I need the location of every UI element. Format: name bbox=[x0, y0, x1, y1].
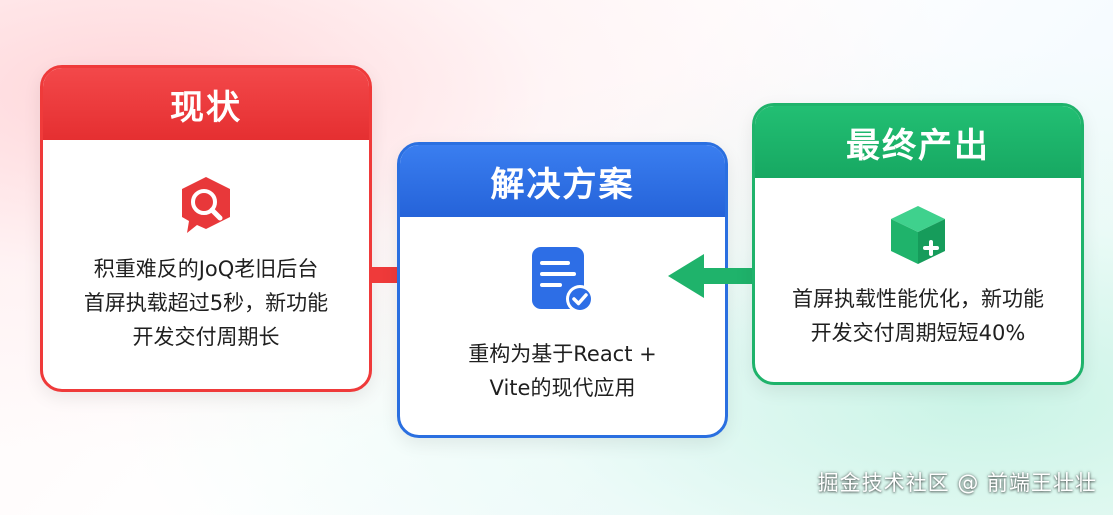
watermark: 掘金技术社区 @ 前端王壮壮 bbox=[817, 471, 1097, 495]
status-card: 现状 积重难反的JoQ老旧后台 首屏执载超过5秒，新功能 开发交付周期长 bbox=[40, 65, 372, 392]
solution-card-text: 重构为基于React + Vite的现代应用 bbox=[468, 342, 657, 400]
status-card-title: 现状 bbox=[43, 68, 369, 140]
solution-card-body: 重构为基于React + Vite的现代应用 bbox=[400, 217, 725, 435]
status-card-text: 积重难反的JoQ老旧后台 首屏执载超过5秒，新功能 开发交付周期长 bbox=[83, 257, 329, 349]
document-check-icon bbox=[531, 247, 594, 313]
output-card-text: 首屏执载性能优化，新功能 开发交付周期短短40% bbox=[792, 287, 1044, 345]
solution-card-title: 解决方案 bbox=[400, 145, 725, 217]
search-alert-icon bbox=[182, 177, 230, 233]
output-card: 最终产出 首屏执载性能优化，新功能 开发交付周期短短40% bbox=[752, 103, 1084, 385]
status-card-body: 积重难反的JoQ老旧后台 首屏执载超过5秒，新功能 开发交付周期长 bbox=[43, 140, 369, 389]
box-plus-icon bbox=[891, 206, 945, 264]
arrow-left-icon bbox=[668, 254, 756, 298]
solution-card: 解决方案 重构为基于React + Vite的现代应用 bbox=[397, 142, 728, 438]
output-card-title: 最终产出 bbox=[755, 106, 1081, 178]
output-card-body: 首屏执载性能优化，新功能 开发交付周期短短40% bbox=[755, 178, 1081, 382]
